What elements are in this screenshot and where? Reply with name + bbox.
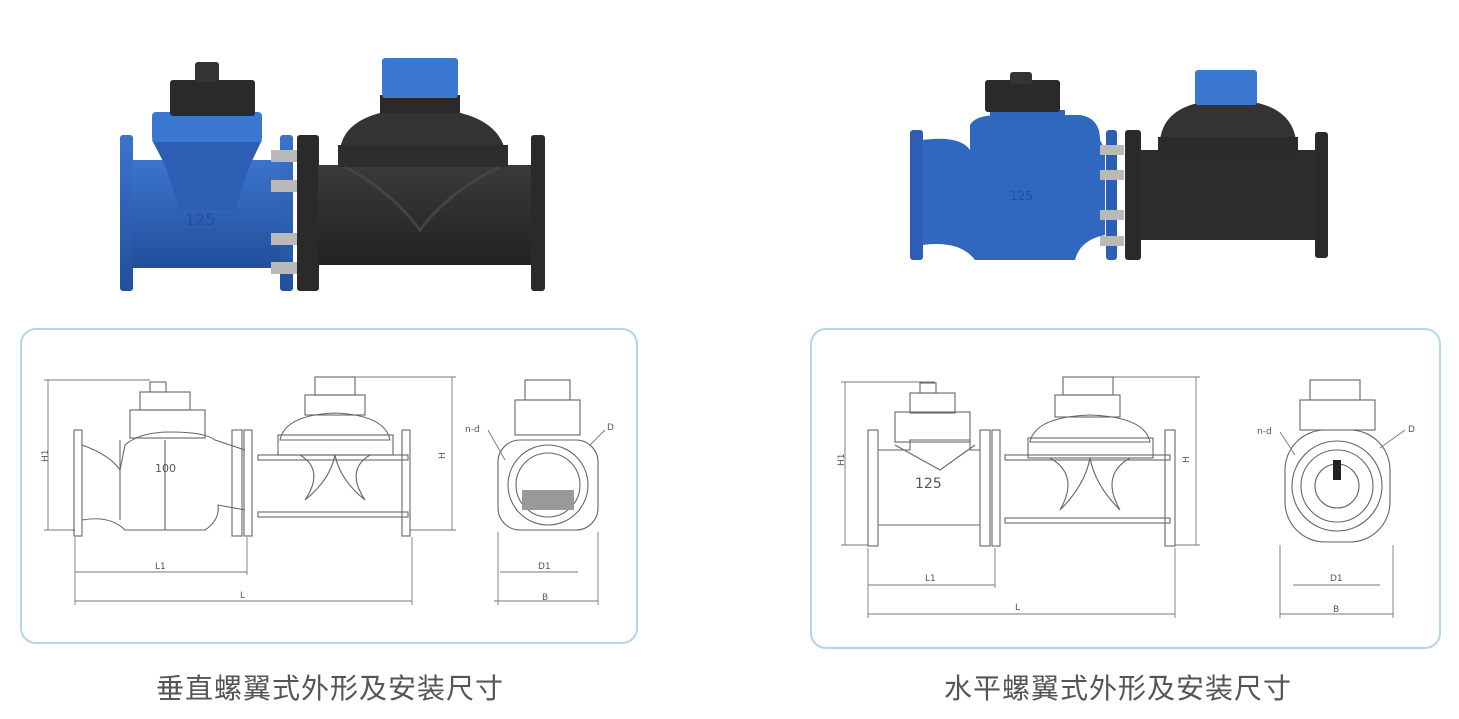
vertical-meter-valve-product-image: 125 (120, 58, 545, 291)
body-size-mark: 125 (1010, 189, 1033, 203)
dim-h: H (438, 452, 448, 459)
dim-d1: D1 (538, 562, 551, 572)
dim-h1: H1 (837, 454, 847, 467)
dim-n-d: n-d (465, 425, 480, 435)
dim-h: H (1182, 456, 1192, 463)
body-size-mark: 125 (185, 210, 216, 229)
dim-l: L (240, 591, 245, 601)
dim-d: D (1408, 425, 1415, 435)
dim-l1: L1 (155, 562, 166, 572)
vertical-caption: 垂直螺翼式外形及安装尺寸 (155, 672, 504, 705)
dim-h1: H1 (41, 450, 51, 463)
horizontal-dimension-drawing-panel (810, 328, 1441, 649)
drawing-size-mark: 100 (155, 462, 176, 475)
dim-l: L (1015, 603, 1020, 613)
horizontal-meter-valve-product-image: 125 (910, 70, 1328, 260)
dim-d1: D1 (1330, 574, 1343, 584)
horizontal-dimension-drawing: 125 H1 H L1 L D1 B n-d D (837, 376, 1415, 618)
dim-n-d: n-d (1257, 427, 1272, 437)
dim-b: B (542, 593, 548, 603)
dim-d: D (607, 423, 614, 433)
drawing-size-mark: 125 (915, 476, 942, 492)
vertical-dimension-drawing: 100 H1 H L1 L D1 B n-d D (41, 376, 614, 605)
dim-l1: L1 (925, 574, 936, 584)
dim-b: B (1333, 605, 1339, 615)
vertical-dimension-drawing-panel (20, 328, 638, 644)
horizontal-caption: 水平螺翼式外形及安装尺寸 (943, 672, 1292, 705)
